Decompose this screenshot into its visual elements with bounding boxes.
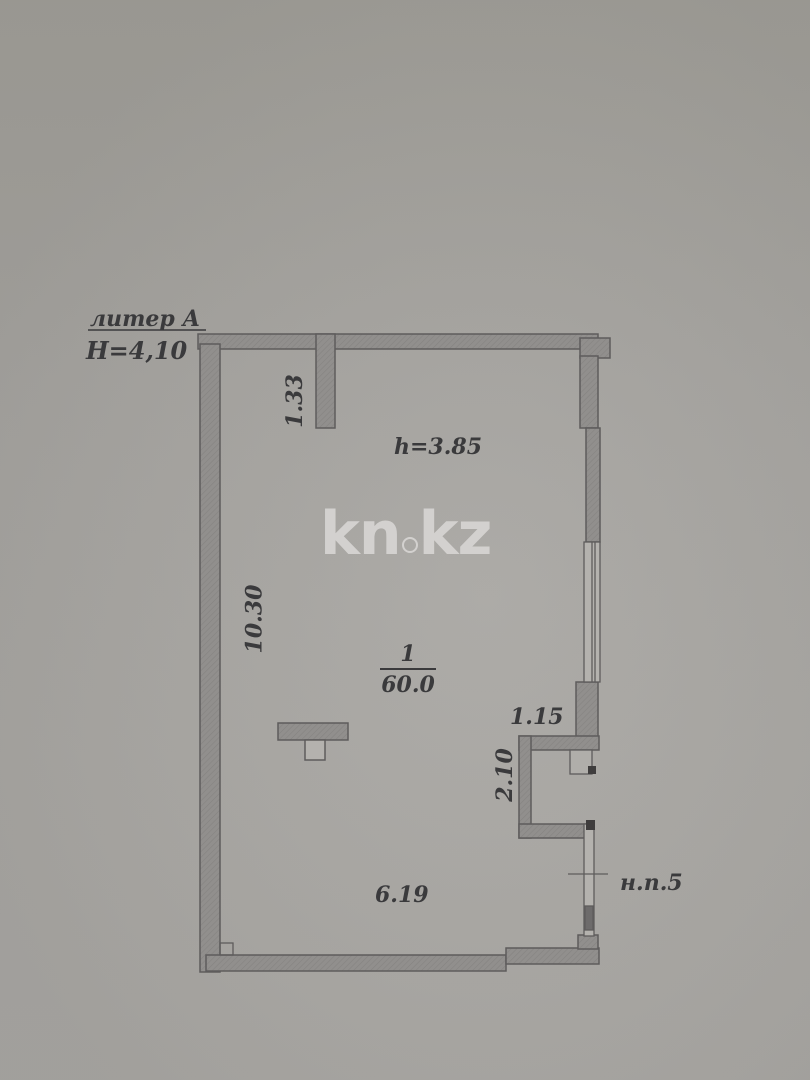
- bottom-wall-length-label: 6.19: [375, 882, 429, 908]
- room-label: 1 60.0: [380, 642, 436, 697]
- top-wall: [197, 333, 599, 350]
- niche-inner-box: [569, 749, 593, 775]
- ceiling-height-label: h=3.85: [394, 434, 483, 460]
- door-opening: [568, 823, 608, 937]
- column-symbol: [277, 722, 349, 761]
- corner-square: [219, 942, 234, 956]
- partition-length-label: 1.33: [281, 374, 308, 428]
- partition-stub: [315, 333, 336, 429]
- niche-left-wall: [518, 735, 532, 839]
- watermark-text-right: kz: [418, 499, 493, 569]
- bottom-right-block: [577, 934, 599, 950]
- np-annotation: н.п.5: [620, 870, 683, 896]
- right-wall-lower: [575, 681, 599, 741]
- bottom-wall: [205, 954, 507, 972]
- left-wall: [199, 343, 221, 973]
- building-letter-label: литер А: [90, 306, 201, 332]
- watermark-text-left: kn: [320, 499, 402, 569]
- window-right: [583, 541, 601, 683]
- room-area: 60.0: [381, 671, 435, 698]
- room-number: 1: [400, 641, 416, 667]
- building-height-label: H=4,10: [86, 336, 188, 365]
- bottom-wall-right: [505, 947, 600, 965]
- fraction-bar: [380, 668, 436, 670]
- corner-block: [579, 337, 611, 359]
- niche-depth-label: 2.10: [491, 748, 518, 802]
- left-wall-length-label: 10.30: [241, 584, 268, 654]
- niche-width-label: 1.15: [510, 704, 564, 730]
- right-wall-upper: [585, 427, 601, 543]
- right-wall-pier: [579, 355, 599, 429]
- house-dot-icon: [401, 537, 418, 553]
- niche-bottom-wall: [518, 823, 592, 839]
